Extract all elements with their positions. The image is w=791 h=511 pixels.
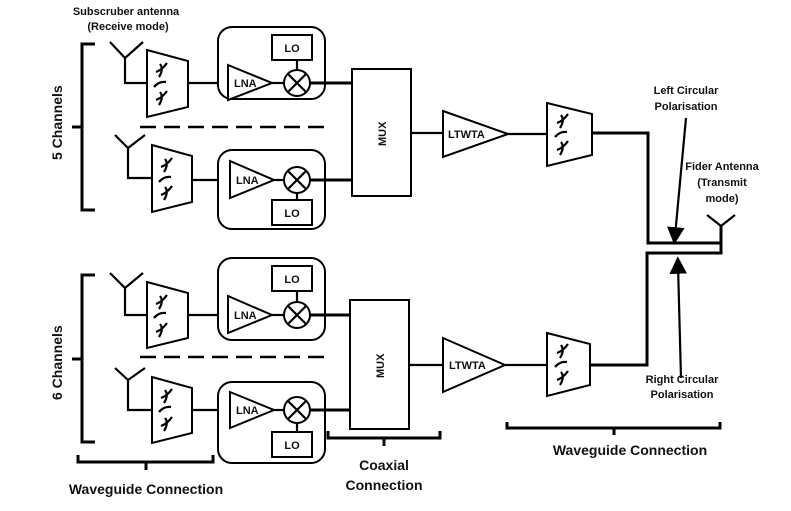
channel-top-2: LNA LO xyxy=(114,134,352,230)
mux-label: MUX xyxy=(375,353,387,378)
filter-icon xyxy=(146,48,189,119)
channel-bottom-1: LNA LO xyxy=(109,257,350,350)
lo-box xyxy=(271,265,313,292)
lna-amplifier-icon xyxy=(227,294,275,335)
brace-5-channels xyxy=(72,42,95,212)
ltwta-amplifier-top xyxy=(442,109,511,159)
antenna-icon xyxy=(109,272,147,317)
filter-icon xyxy=(146,280,189,350)
lo-label: LO xyxy=(284,440,300,452)
right-polarisation-arrow xyxy=(669,256,688,379)
fider-antenna-label-3: mode) xyxy=(706,193,739,205)
left-polarisation-label: Left Circular xyxy=(654,85,720,97)
antenna-icon xyxy=(114,134,152,180)
subscriber-antenna-label: Subscruber antenna xyxy=(73,6,180,18)
brace-coaxial xyxy=(326,431,442,446)
lo-box xyxy=(271,34,313,61)
filter-symbol-icon xyxy=(158,388,173,432)
filter-symbol-icon xyxy=(153,62,168,106)
filter-icon xyxy=(151,143,193,214)
ltwta-amplifier-bottom xyxy=(442,336,508,394)
waveguide-connection-left-label: Waveguide Connection xyxy=(69,481,223,497)
lna-label: LNA xyxy=(236,175,259,187)
lna-label: LNA xyxy=(234,310,257,322)
filter-icon xyxy=(151,375,193,445)
lo-label: LO xyxy=(284,43,300,55)
fider-antenna-label-2: (Transmit xyxy=(697,177,747,189)
filter-output-top xyxy=(546,101,593,168)
filter-symbol-icon xyxy=(158,157,173,201)
lo-box xyxy=(271,431,313,458)
brace-waveguide-right xyxy=(505,422,722,435)
waveguide-connection-right-label: Waveguide Connection xyxy=(553,442,707,458)
lna-amplifier-icon xyxy=(229,390,277,430)
left-polarisation-label-2: Polarisation xyxy=(655,101,718,113)
waveguide-right-pol xyxy=(590,243,723,367)
lo-box xyxy=(271,199,313,226)
filter-symbol-icon xyxy=(153,294,168,338)
antenna-icon xyxy=(109,41,147,85)
lo-label: LO xyxy=(284,208,300,220)
lna-label: LNA xyxy=(236,405,259,417)
subscriber-antenna-mode-label: (Receive mode) xyxy=(87,21,169,33)
ltwta-label: LTWTA xyxy=(448,129,485,141)
right-polarisation-label-2: Polarisation xyxy=(651,389,714,401)
left-polarisation-arrow xyxy=(667,117,688,245)
fider-antenna-label: Fider Antenna xyxy=(685,161,759,173)
brace-6-channels xyxy=(72,273,95,444)
brace-waveguide-left xyxy=(76,455,215,470)
lna-label: LNA xyxy=(234,78,257,90)
lna-amplifier-icon xyxy=(229,159,277,200)
antenna-icon xyxy=(114,367,152,412)
channel-top-1: LNA LO xyxy=(109,26,352,119)
ltwta-label: LTWTA xyxy=(449,360,486,372)
group-label-5-channels: 5 Channels xyxy=(49,85,65,160)
fider-antenna-icon xyxy=(706,214,736,228)
lna-amplifier-icon xyxy=(227,63,275,102)
mux-top xyxy=(351,68,412,197)
right-polarisation-label: Right Circular xyxy=(646,374,719,386)
waveguide-left-pol xyxy=(592,131,723,245)
coaxial-connection-label: Coaxial xyxy=(359,457,409,473)
filter-output-bottom xyxy=(546,331,591,398)
coaxial-connection-label-2: Connection xyxy=(346,477,423,493)
lo-label: LO xyxy=(284,274,300,286)
channel-bottom-2: LNA LO xyxy=(114,367,350,464)
group-label-6-channels: 6 Channels xyxy=(49,325,65,400)
mux-label: MUX xyxy=(377,121,389,146)
